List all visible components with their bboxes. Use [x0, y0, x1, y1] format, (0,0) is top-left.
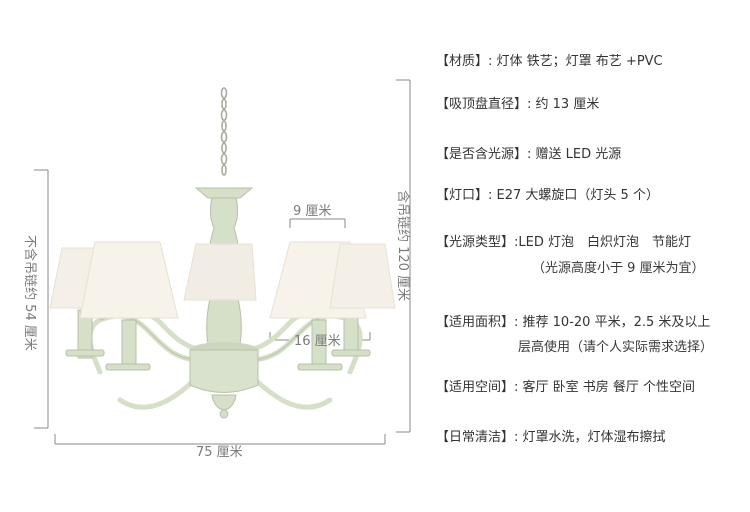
candle-holders — [65, 309, 371, 371]
spec-socket: 【灯口】: E27 大螺旋口（灯头 5 个） — [436, 188, 659, 203]
spec-area-note: 层高使用（请个人实际需求选择） — [518, 340, 714, 355]
spec-ceiling-plate: 【吸顶盘直径】: 约 13 厘米 — [436, 97, 600, 112]
spec-bulb-type-note: （光源高度小于 9 厘米为宜） — [532, 261, 705, 276]
shade-bottom-label: 16 厘米 — [294, 334, 341, 349]
width-dimension — [54, 434, 386, 445]
lamp-shades — [49, 241, 396, 319]
height-without-chain-label: 不含吊链约 54 厘米 — [22, 235, 38, 351]
spec-material: 【材质】: 灯体 铁艺；灯罩 布艺 +PVC — [436, 54, 663, 69]
hanging-chain — [220, 87, 228, 176]
height-without-chain-dimension — [34, 169, 49, 429]
height-with-chain-label: 含吊链约 120 厘米 — [395, 190, 411, 301]
height-with-chain-dimension — [396, 79, 411, 433]
shade-top-label: 9 厘米 — [293, 204, 331, 219]
width-label: 75 厘米 — [196, 445, 243, 460]
shade-top-dimension — [289, 218, 346, 228]
spec-cleaning: 【日常清洁】: 灯罩水洗，灯体湿布擦拭 — [436, 430, 666, 445]
spec-space: 【适用空间】: 客厅 卧室 书房 餐厅 个性空间 — [436, 380, 696, 395]
central-column — [189, 187, 259, 419]
spec-light-source: 【是否含光源】: 赠送 LED 光源 — [436, 147, 622, 162]
spec-bulb-type: 【光源类型】:LED 灯泡 白炽灯泡 节能灯 — [436, 235, 691, 250]
spec-area: 【适用面积】: 推荐 10-20 平米，2.5 米及以上 — [436, 315, 711, 330]
